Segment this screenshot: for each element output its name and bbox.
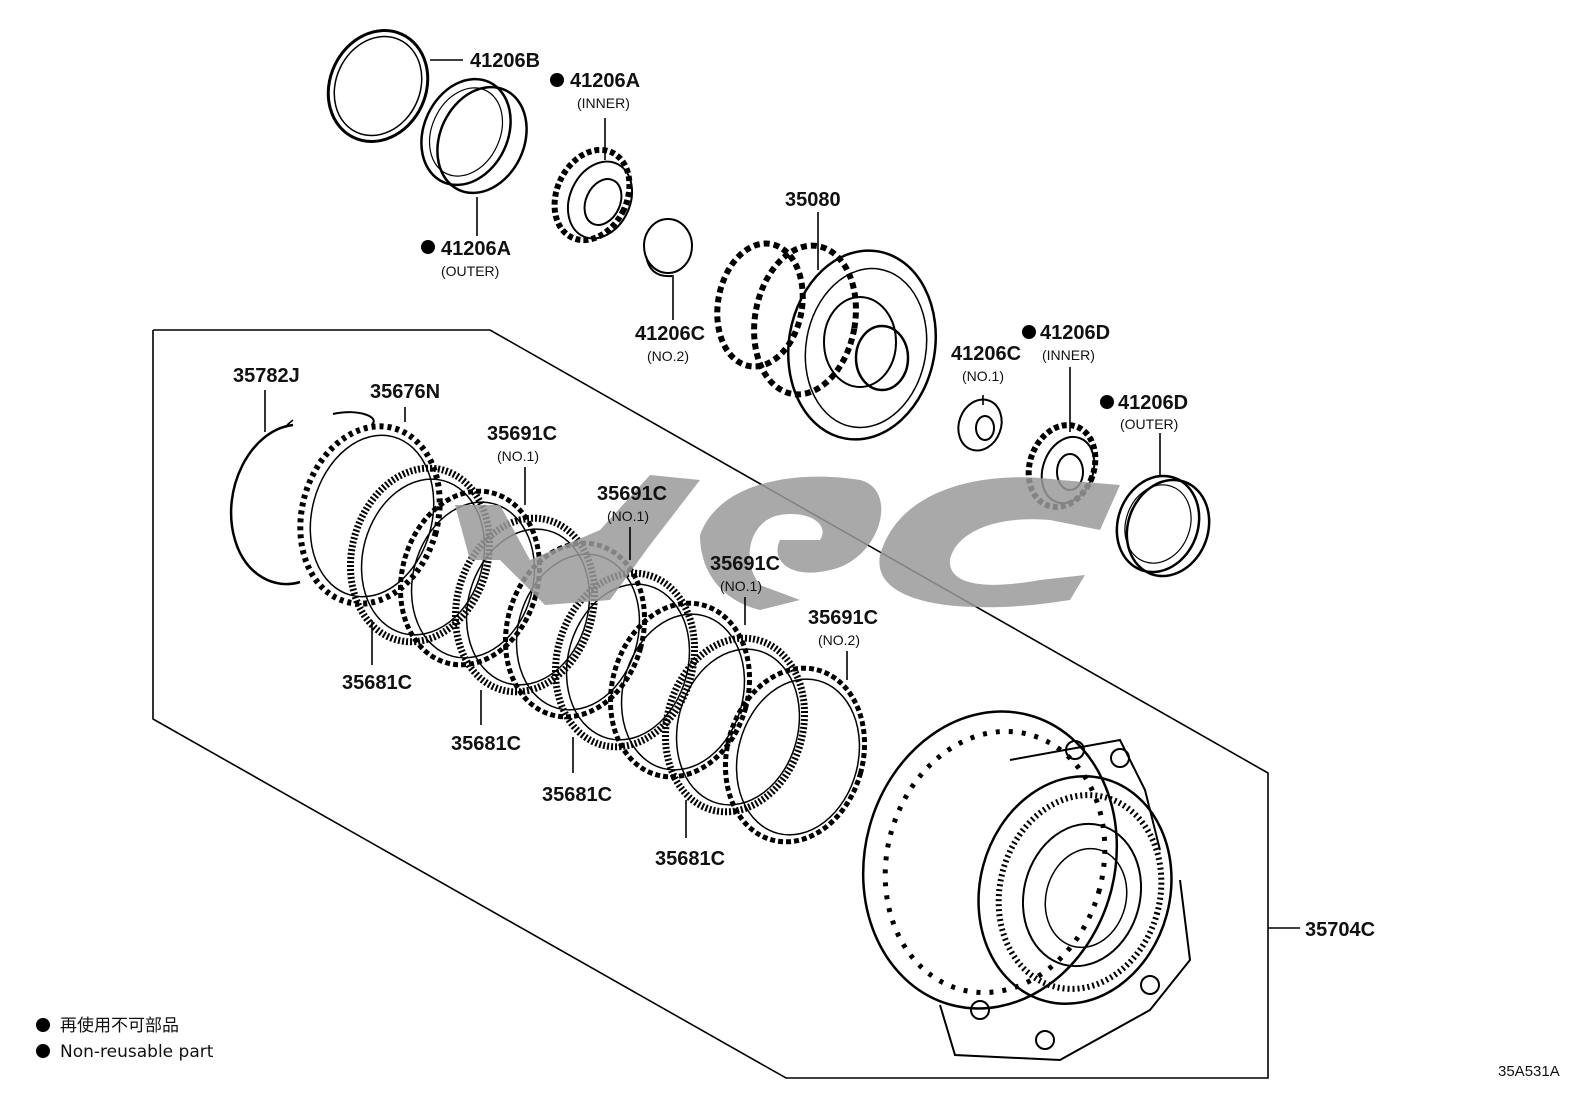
callout-35704c[interactable]: 35704C [1305, 919, 1375, 941]
non-reusable-bullet-icon [1100, 395, 1114, 409]
callout-number: 35691C [597, 483, 667, 505]
callout-35681c-a[interactable]: 35681C [342, 672, 412, 694]
callout-number: 41206B [470, 50, 540, 72]
callout-number: 35681C [655, 848, 725, 870]
callout-qualifier: (NO.2) [818, 632, 860, 648]
part-41206c-no2[interactable] [643, 218, 693, 278]
callout-35691c-no1-b[interactable]: 35691C (NO.1) [597, 483, 667, 524]
callout-number: 35691C [808, 607, 878, 629]
callout-number: 41206D [1118, 392, 1188, 414]
legend-text-japanese: 再使用不可部品 [60, 1015, 179, 1036]
non-reusable-bullet-icon [1022, 325, 1036, 339]
part-41206a-outer-race[interactable] [405, 64, 544, 207]
callout-number: 41206A [441, 238, 511, 260]
callout-number: 35704C [1305, 919, 1375, 941]
callout-35681c-b[interactable]: 35681C [451, 733, 521, 755]
part-41206c-no1[interactable] [951, 393, 1008, 456]
legend: 再使用不可部品 Non-reusable part [36, 1015, 214, 1062]
non-reusable-bullet-icon [421, 240, 435, 254]
callout-number: 35691C [710, 553, 780, 575]
callout-number: 35681C [342, 672, 412, 694]
callout-41206a-inner[interactable]: 41206A (INNER) [550, 70, 640, 111]
callout-qualifier: (NO.1) [607, 508, 649, 524]
callout-number: 41206C [635, 323, 705, 345]
callout-qualifier: (NO.1) [720, 578, 762, 594]
part-35704c-drum[interactable] [830, 683, 1196, 1062]
callout-number: 41206A [570, 70, 640, 92]
non-reusable-bullet-icon [36, 1018, 50, 1032]
callout-number: 35681C [542, 784, 612, 806]
callout-35681c-d[interactable]: 35681C [655, 848, 725, 870]
part-41206b-ring[interactable] [310, 14, 445, 158]
callout-35691c-no2[interactable]: 35691C (NO.2) [808, 607, 878, 648]
part-41206a-inner-bearing[interactable] [540, 138, 644, 253]
callout-35681c-c[interactable]: 35681C [542, 784, 612, 806]
legend-text-english: Non-reusable part [60, 1042, 214, 1062]
non-reusable-bullet-icon [550, 73, 564, 87]
callout-number: 35681C [451, 733, 521, 755]
callout-35691c-no1-a[interactable]: 35691C (NO.1) [487, 423, 557, 464]
callout-number: 35691C [487, 423, 557, 445]
watermark-logo [455, 475, 1120, 610]
callout-41206a-outer[interactable]: 41206A (OUTER) [421, 238, 511, 279]
callout-number: 35080 [785, 189, 841, 211]
separator-plate[interactable] [592, 587, 769, 792]
friction-disc[interactable] [332, 452, 509, 657]
non-reusable-bullet-icon [36, 1044, 50, 1058]
diagram-code: 35A531A [1498, 1063, 1560, 1080]
callout-number: 35676N [370, 381, 440, 403]
callout-qualifier: (OUTER) [441, 263, 499, 279]
callout-qualifier: (NO.1) [962, 368, 1004, 384]
separator-plate[interactable] [707, 652, 884, 857]
callout-41206d-outer[interactable]: 41206D (OUTER) [1100, 392, 1188, 432]
callout-number: 35782J [233, 365, 300, 387]
callout-35782j[interactable]: 35782J [233, 365, 300, 387]
callout-35676n[interactable]: 35676N [370, 381, 440, 403]
callout-qualifier: (INNER) [1042, 347, 1095, 363]
callout-number: 41206D [1040, 322, 1110, 344]
callout-35080[interactable]: 35080 [785, 189, 841, 211]
callout-35691c-no1-c[interactable]: 35691C (NO.1) [710, 553, 780, 594]
callout-41206c-no2[interactable]: 41206C (NO.2) [635, 323, 705, 364]
callout-number: 41206C [951, 343, 1021, 365]
callout-qualifier: (NO.1) [497, 448, 539, 464]
callout-41206d-inner[interactable]: 41206D (INNER) [1022, 322, 1110, 363]
part-41206d-outer-race[interactable] [1104, 464, 1223, 587]
part-35782j-snap-ring[interactable] [229, 419, 301, 586]
callout-41206c-no1[interactable]: 41206C (NO.1) [951, 343, 1021, 384]
callout-qualifier: (NO.2) [647, 348, 689, 364]
callout-41206b[interactable]: 41206B [470, 50, 540, 72]
callout-qualifier: (OUTER) [1120, 416, 1178, 432]
group-boundary [152, 329, 1269, 1079]
callout-qualifier: (INNER) [577, 95, 630, 111]
part-35080-gear[interactable] [708, 237, 951, 452]
leader-lines [264, 59, 1300, 929]
